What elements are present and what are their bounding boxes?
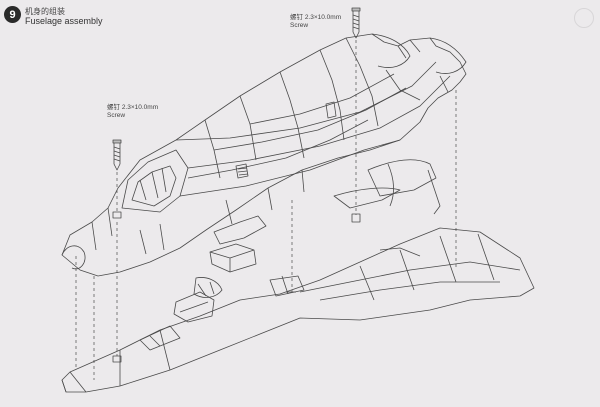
step-title-chinese: 机身的组装 xyxy=(25,7,65,16)
screw-callout-lower: 螺钉 2.3×10.0mm Screw xyxy=(107,104,158,120)
screw-callout-upper: 螺钉 2.3×10.0mm Screw xyxy=(290,14,341,30)
alignment-guides xyxy=(75,40,457,380)
step-number-badge: 9 xyxy=(4,6,21,23)
callout-size: 2.3×10.0mm xyxy=(304,14,342,21)
callout-part-cn: 螺钉 xyxy=(290,14,303,21)
screw-icon xyxy=(112,139,122,171)
callout-part-cn: 螺钉 xyxy=(107,104,120,111)
screw-icon xyxy=(351,7,361,39)
callout-size: 2.3×10.0mm xyxy=(121,104,159,111)
step-title-english: Fuselage assembly xyxy=(25,16,103,26)
step-number: 9 xyxy=(9,8,16,21)
callout-part-en: Screw xyxy=(107,112,126,119)
callout-part-en: Screw xyxy=(290,22,309,29)
faint-seal-icon xyxy=(574,8,594,28)
ballast-block xyxy=(209,243,257,273)
alignment-markers xyxy=(112,211,361,363)
upper-fuselage xyxy=(61,33,467,277)
lower-fuselage xyxy=(61,159,535,393)
